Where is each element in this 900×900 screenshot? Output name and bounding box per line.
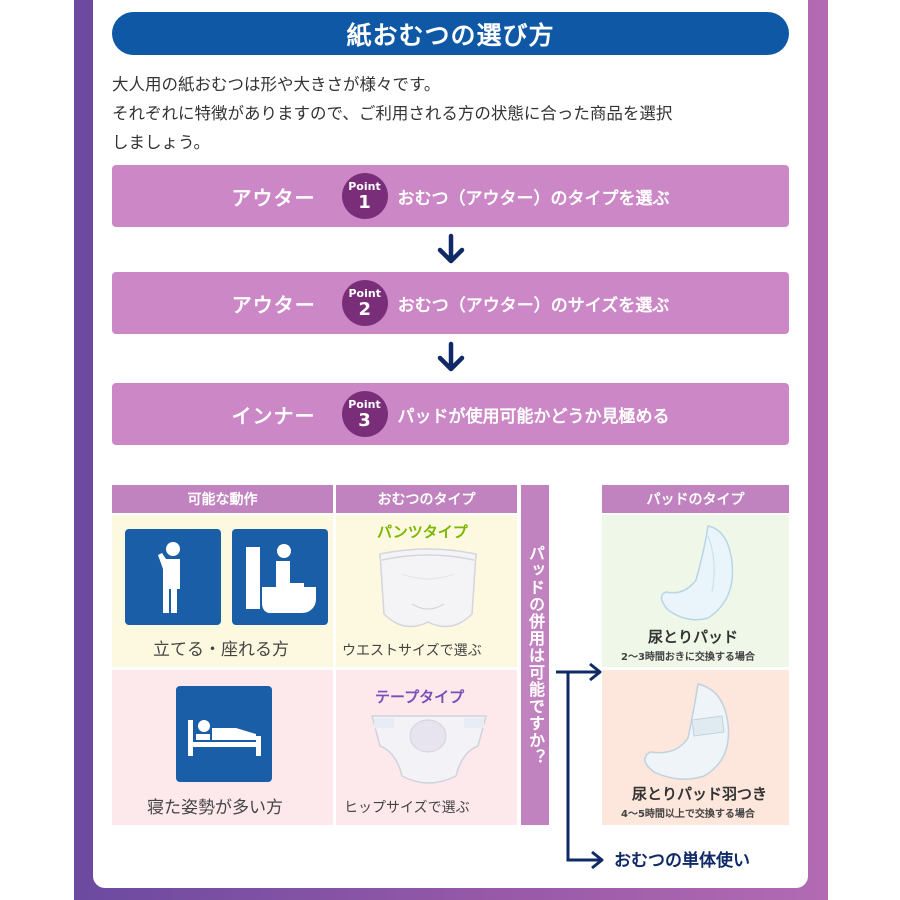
point-badge: Point 1 bbox=[341, 173, 388, 219]
intro-line-2: それぞれに特徴がありますので、ご利用される方の状態に合った商品を選択 bbox=[112, 104, 673, 123]
step-2-bar: アウター Point 2 おむつ（アウター）のサイズを選ぶ bbox=[112, 272, 789, 334]
point-number: 2 bbox=[358, 298, 372, 320]
lying-in-bed-icon bbox=[176, 686, 272, 782]
pants-size-note: ウエストサイズで選ぶ bbox=[342, 643, 482, 659]
pad1-note: 2〜3時間おきに交換する場合 bbox=[621, 652, 755, 663]
section-header: 紙おむつの選び方 bbox=[112, 12, 789, 55]
urine-pad-image bbox=[660, 525, 734, 621]
pad1-name: 尿とりパッド bbox=[648, 628, 739, 646]
section-title: 紙おむつの選び方 bbox=[346, 20, 555, 50]
arrow-down-icon bbox=[437, 341, 465, 372]
standing-person-icon bbox=[125, 529, 221, 625]
header-action: 可能な動作 bbox=[112, 485, 333, 513]
sitting-toilet-icon bbox=[232, 529, 328, 625]
header-diaper-type: おむつのタイプ bbox=[336, 485, 517, 513]
step-kind: インナー bbox=[231, 403, 316, 428]
intro-line-3: しましょう。 bbox=[112, 133, 211, 152]
step-kind: アウター bbox=[231, 292, 316, 317]
arrow-down-icon bbox=[437, 233, 465, 264]
winged-pad-image bbox=[644, 683, 730, 780]
point-badge: Point 2 bbox=[341, 280, 388, 326]
pad-combination-question: パッドの併用は可能ですか？ bbox=[521, 485, 549, 825]
pad2-name: 尿とりパッド羽つき bbox=[632, 785, 768, 803]
point-badge: Point 3 bbox=[341, 391, 388, 437]
branch-arrows bbox=[556, 662, 604, 870]
step-desc: おむつ（アウター）のタイプを選ぶ bbox=[397, 188, 670, 209]
step-kind: アウター bbox=[231, 185, 316, 210]
point-label: Point bbox=[348, 286, 381, 300]
point-label: Point bbox=[348, 179, 381, 193]
step-desc: パッドが使用可能かどうか見極める bbox=[397, 406, 670, 427]
action-stand-sit: 立てる・座れる方 bbox=[153, 640, 289, 660]
step-1-bar: アウター Point 1 おむつ（アウター）のタイプを選ぶ bbox=[112, 165, 789, 227]
header-pad-type: パッドのタイプ bbox=[602, 485, 789, 513]
pants-diaper-image bbox=[379, 548, 477, 628]
point-label: Point bbox=[348, 397, 381, 411]
tape-diaper-image bbox=[371, 715, 487, 784]
action-lying: 寝た姿勢が多い方 bbox=[147, 798, 283, 818]
intro-line-1: 大人用の紙おむつは形や大きさが様々です。 bbox=[112, 75, 441, 94]
point-number: 3 bbox=[358, 409, 371, 431]
point-number: 1 bbox=[358, 191, 371, 213]
tape-type-label: テープタイプ bbox=[375, 688, 465, 706]
intro-text: 大人用の紙おむつは形や大きさが様々です。 それぞれに特徴がありますので、ご利用さ… bbox=[112, 70, 792, 157]
tape-size-note: ヒップサイズで選ぶ bbox=[344, 800, 470, 816]
step-desc: おむつ（アウター）のサイズを選ぶ bbox=[397, 295, 670, 316]
step-3-bar: インナー Point 3 パッドが使用可能かどうか見極める bbox=[112, 383, 789, 445]
pad2-note: 4〜5時間以上で交換する場合 bbox=[621, 809, 755, 820]
pants-type-label: パンツタイプ bbox=[377, 523, 468, 541]
single-use-label: おむつの単体使い bbox=[614, 851, 750, 871]
